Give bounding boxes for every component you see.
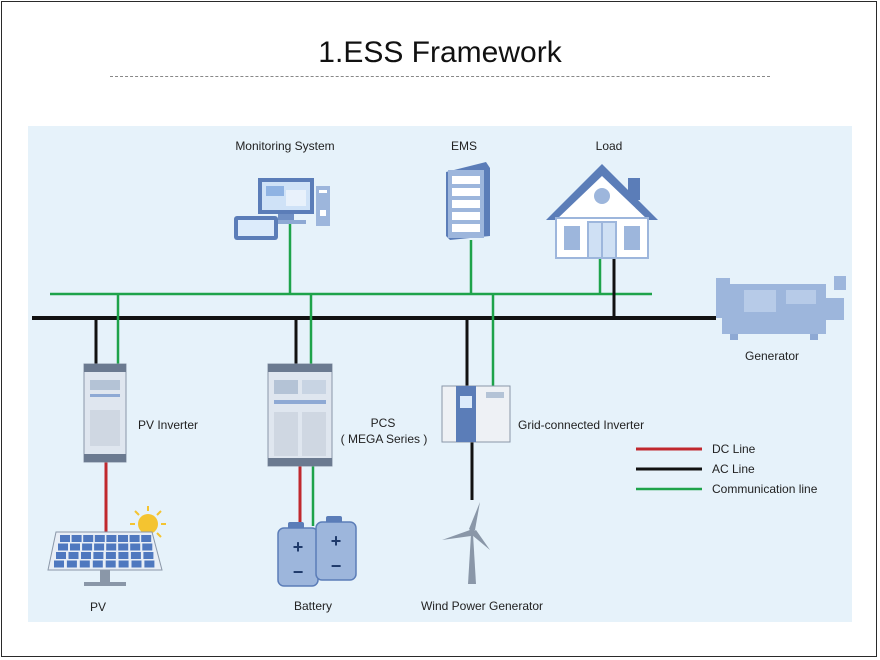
- pv-cell: [131, 560, 142, 568]
- pcs-icon: [267, 363, 333, 467]
- pv-cell: [129, 535, 140, 542]
- pcs-series-label: ( MEGA Series ): [340, 432, 428, 446]
- pv-cell: [94, 535, 105, 542]
- legend-dc-label: DC Line: [712, 442, 756, 456]
- grid-inverter-icon: [441, 385, 511, 443]
- legend-ac-label: AC Line: [712, 462, 755, 476]
- load-label: Load: [595, 139, 623, 153]
- pv-cell: [118, 535, 128, 542]
- dc-lines: [104, 462, 302, 532]
- pv-cell: [82, 543, 93, 551]
- title-divider: [110, 76, 770, 77]
- pv-cell: [54, 560, 64, 568]
- battery-minus-2: −: [331, 556, 342, 576]
- diagram-background: [28, 126, 852, 622]
- pv-cell: [79, 560, 90, 568]
- pv-cell: [81, 552, 91, 559]
- pv-inverter-label: PV Inverter: [138, 418, 199, 432]
- house-icon: [546, 164, 658, 259]
- pv-cell: [142, 543, 153, 551]
- pv-panel-icon: [47, 531, 163, 586]
- wind-generator-label: Wind Power Generator: [420, 599, 544, 613]
- pv-cell: [60, 535, 70, 542]
- pv-cell: [144, 560, 155, 568]
- pv-cell: [70, 543, 80, 551]
- ems-icon: [446, 162, 490, 240]
- pv-cell: [83, 535, 94, 542]
- pv-cell: [92, 560, 103, 568]
- legend-swatches: [636, 447, 702, 491]
- pv-cell: [58, 543, 68, 551]
- pcs-label: PCS: [370, 416, 396, 430]
- ac-lines: [94, 258, 616, 500]
- page-title: 1.ESS Framework: [318, 36, 562, 69]
- grid-inverter-label: Grid-connected Inverter: [518, 418, 645, 432]
- pv-cell: [118, 543, 129, 551]
- pv-cell: [118, 560, 129, 568]
- pv-cell: [105, 552, 116, 559]
- battery-label: Battery: [293, 599, 333, 613]
- sun-icon: [130, 506, 166, 542]
- pv-cell: [56, 552, 66, 559]
- wind-turbine-icon: [442, 502, 490, 584]
- pv-cell: [71, 535, 82, 542]
- pv-cell: [118, 552, 129, 559]
- pv-cell: [143, 552, 154, 559]
- pv-cell: [93, 552, 104, 559]
- pv-cell: [68, 552, 79, 559]
- pv-cell: [141, 535, 152, 542]
- ems-label: EMS: [450, 139, 478, 153]
- comm-lines: [116, 222, 602, 526]
- monitoring-system-label: Monitoring System: [235, 139, 335, 153]
- generator-icon: [716, 276, 846, 340]
- legend-comm-label: Communication line: [712, 482, 818, 496]
- pv-label: PV: [89, 600, 107, 614]
- pv-cell: [94, 543, 105, 551]
- pv-cell: [130, 552, 141, 559]
- generator-label: Generator: [744, 349, 800, 363]
- pv-cell: [106, 543, 117, 551]
- monitoring-system-icon: [234, 178, 330, 240]
- battery-plus-2: +: [331, 531, 342, 551]
- pv-cell: [66, 560, 77, 568]
- pv-cell: [106, 535, 117, 542]
- battery-plus-1: +: [293, 537, 304, 557]
- battery-minus-1: −: [293, 562, 304, 582]
- pv-inverter-icon: [83, 363, 127, 463]
- pv-cell: [130, 543, 141, 551]
- battery-icon: + − + −: [277, 516, 357, 587]
- pv-cell: [105, 560, 116, 568]
